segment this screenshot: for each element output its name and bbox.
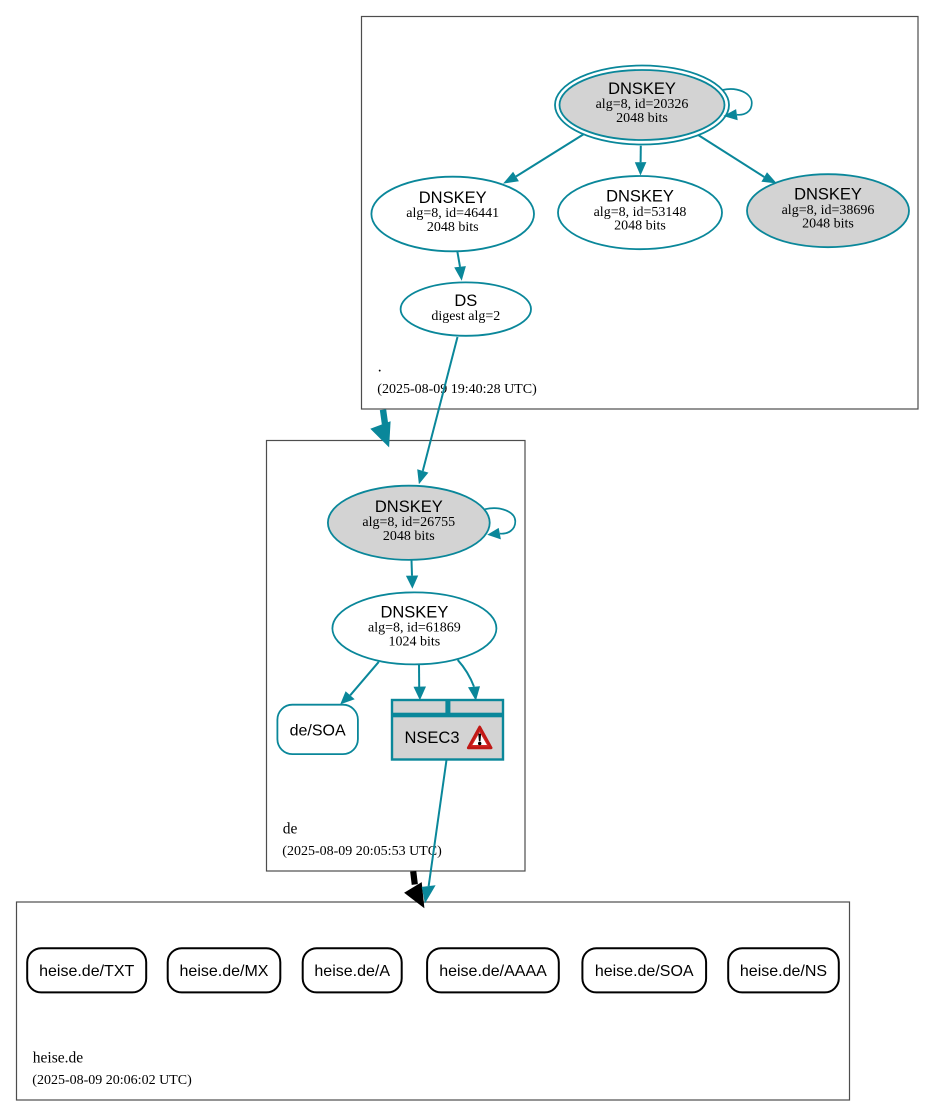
svg-text:alg=8, id=53148: alg=8, id=53148	[594, 205, 687, 220]
svg-text:2048 bits: 2048 bits	[616, 111, 668, 126]
svg-text:heise.de/A: heise.de/A	[314, 963, 390, 980]
svg-text:DNSKEY: DNSKEY	[375, 498, 443, 516]
svg-text:DNSKEY: DNSKEY	[794, 186, 862, 204]
svg-text:2048 bits: 2048 bits	[802, 217, 854, 232]
svg-text:alg=8, id=46441: alg=8, id=46441	[406, 206, 499, 221]
svg-text:2048 bits: 2048 bits	[427, 220, 479, 235]
svg-text:DNSKEY: DNSKEY	[608, 80, 676, 98]
svg-text:heise.de/SOA: heise.de/SOA	[595, 963, 694, 980]
svg-text:alg=8, id=61869: alg=8, id=61869	[368, 621, 461, 636]
svg-text:(2025-08-09 19:40:28 UTC): (2025-08-09 19:40:28 UTC)	[377, 382, 537, 397]
svg-text:digest alg=2: digest alg=2	[431, 309, 500, 324]
svg-text:(2025-08-09 20:06:02 UTC): (2025-08-09 20:06:02 UTC)	[32, 1073, 192, 1088]
svg-text:alg=8, id=20326: alg=8, id=20326	[596, 97, 689, 112]
svg-text:(2025-08-09 20:05:53 UTC): (2025-08-09 20:05:53 UTC)	[282, 844, 442, 859]
svg-text:alg=8, id=38696: alg=8, id=38696	[782, 203, 875, 218]
svg-text:NSEC3: NSEC3	[404, 729, 459, 747]
svg-text:DNSKEY: DNSKEY	[380, 603, 448, 621]
svg-text:2048 bits: 2048 bits	[614, 219, 666, 234]
svg-text:de/SOA: de/SOA	[290, 722, 346, 739]
svg-text:1024 bits: 1024 bits	[389, 634, 441, 649]
svg-text:DNSKEY: DNSKEY	[606, 188, 674, 206]
svg-text:heise.de: heise.de	[33, 1050, 83, 1067]
svg-text:.: .	[378, 359, 382, 376]
svg-text:heise.de/TXT: heise.de/TXT	[39, 963, 134, 980]
svg-text:DNSKEY: DNSKEY	[419, 189, 487, 207]
svg-text:heise.de/NS: heise.de/NS	[740, 963, 827, 980]
svg-text:de: de	[283, 821, 298, 838]
svg-text:heise.de/MX: heise.de/MX	[180, 963, 269, 980]
svg-text:2048 bits: 2048 bits	[383, 529, 435, 544]
svg-text:alg=8, id=26755: alg=8, id=26755	[362, 515, 455, 530]
svg-text:DS: DS	[454, 292, 477, 310]
svg-text:heise.de/AAAA: heise.de/AAAA	[439, 963, 547, 980]
